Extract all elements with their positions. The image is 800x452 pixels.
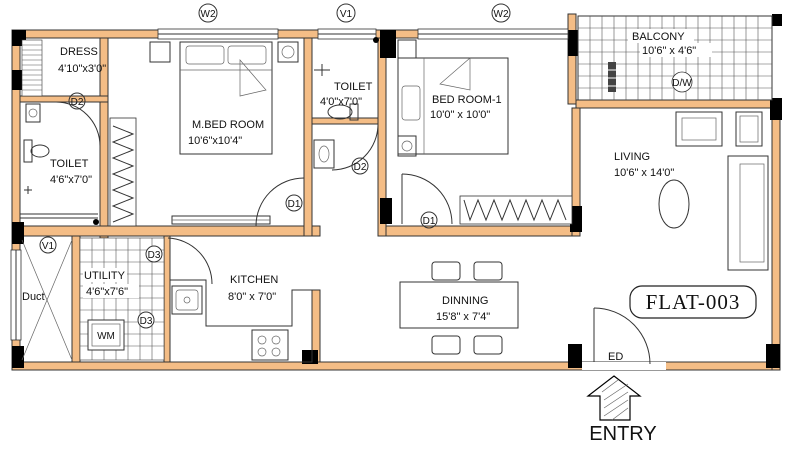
room-size-dress: 4'10"x3'0": [58, 63, 106, 75]
door-marker-d3-utility: [145, 245, 163, 263]
window-label-w2-left: W2: [201, 9, 216, 20]
window-marker-v1-top: [336, 3, 356, 23]
window-marker-w2-right: [491, 3, 511, 23]
utility-right-wall: [163, 235, 171, 363]
toilet1-bottom-wall: [311, 117, 383, 125]
entry-door-swing: [593, 307, 651, 365]
column: [12, 70, 24, 90]
column: [772, 14, 782, 26]
window-markers: W2 V1 W2 V1: [39, 3, 511, 254]
room-name-living: LIVING: [614, 151, 650, 163]
room-name-dining: DINNING: [442, 295, 488, 307]
master-bed: [149, 41, 299, 225]
room-size-utility: 4'6"x7'6": [86, 286, 128, 298]
window-label-v1-top: V1: [340, 9, 353, 20]
entry-door-label: ED: [608, 351, 623, 363]
room-name-utility: UTILITY: [84, 270, 126, 282]
window-marker-v1-left: [39, 236, 57, 254]
column: [770, 98, 782, 120]
duct-cross: [21, 239, 73, 361]
room-name-master-bedroom: M.BED ROOM: [192, 119, 264, 131]
window-openings: [10, 28, 569, 341]
balcony-door-label: D/W: [672, 78, 692, 89]
mbed-right-wall: [303, 37, 313, 237]
room-name-balcony: BALCONY: [632, 31, 685, 43]
bedroom1-bed: [397, 39, 509, 157]
window-label-w2-right: W2: [494, 9, 509, 20]
flat-tag-box: [629, 285, 757, 319]
toilet1-fixtures: [313, 37, 379, 171]
room-size-master-bedroom: 10'6"x10'4": [188, 135, 242, 147]
door-label-d3-kitchen: D3: [140, 316, 153, 327]
room-size-living: 10'6" x 14'0": [614, 167, 674, 179]
right-wall: [771, 99, 781, 371]
column: [12, 346, 24, 368]
room-name-dress: DRESS: [60, 46, 98, 58]
room-size-bedroom1: 10'0" x 10'0": [430, 109, 490, 121]
door-label-d3-utility: D3: [148, 250, 161, 261]
dress-hatch: [21, 39, 43, 97]
washing-machine-label: WM: [97, 331, 115, 342]
room-size-balcony: 10'6" x 4'6": [642, 45, 696, 57]
bed1-right-wall: [571, 107, 581, 237]
wardrobe: [109, 117, 137, 227]
column: [568, 344, 582, 368]
mid-wall-left: [19, 225, 321, 237]
toilet2-fixtures: [20, 101, 101, 225]
column: [380, 198, 392, 224]
door-marker-d2-toilet-left: [68, 92, 86, 110]
door-swing-d1-master: [255, 177, 305, 227]
window-marker-w2-left: [198, 3, 218, 23]
door-label-d1-master: D1: [288, 199, 301, 210]
door-marker-d1-bed: [420, 211, 438, 229]
room-name-toilet2: TOILET: [50, 158, 89, 170]
flat-tag-label: FLAT-003: [646, 290, 741, 314]
room-name-kitchen: KITCHEN: [230, 274, 278, 286]
bed1-bottom-wall: [385, 225, 577, 237]
door-swing-d1-bed: [401, 173, 453, 225]
window-label-v1-left: V1: [42, 241, 55, 252]
door-label-d1-bed: D1: [423, 216, 436, 227]
door-label-d2-toilet-top: D2: [354, 162, 367, 173]
entry-label: ENTRY: [589, 423, 656, 445]
balcony-left-wall: [567, 13, 577, 105]
room-name-toilet1: TOILET: [334, 81, 373, 93]
door-marker-d3-kitchen: [137, 311, 155, 329]
door-marker-d2-toilet-top: [351, 157, 369, 175]
door-swing-d3-utility: [167, 237, 213, 285]
duct-wall: [71, 235, 81, 363]
kitchen-counter: [170, 279, 313, 363]
dress-bottom-wall: [19, 95, 109, 103]
column: [570, 206, 582, 232]
walls: [11, 13, 781, 371]
entry-arrow-icon: [586, 375, 642, 421]
utility-tiles: [79, 237, 165, 361]
room-size-kitchen: 8'0" x 7'0": [228, 291, 276, 303]
living-top-wall: [575, 99, 781, 109]
column: [380, 30, 396, 58]
door-marker-d1-master: [285, 194, 303, 212]
room-size-dining: 15'8" x 7'4": [436, 311, 490, 323]
room-name-bedroom1: BED ROOM-1: [432, 94, 502, 106]
column: [766, 344, 780, 368]
dining-set: [399, 261, 519, 355]
door-label-d2-toilet-left: D2: [71, 97, 84, 108]
column: [12, 222, 24, 244]
room-size-toilet2: 4'6"x7'0": [50, 174, 92, 186]
room-size-toilet1: 4'0"x7'0": [320, 96, 362, 108]
bedroom1-wardrobe: [459, 195, 573, 225]
living-furniture: [658, 111, 769, 271]
duct-label: Duct: [22, 291, 45, 303]
column: [302, 350, 318, 364]
